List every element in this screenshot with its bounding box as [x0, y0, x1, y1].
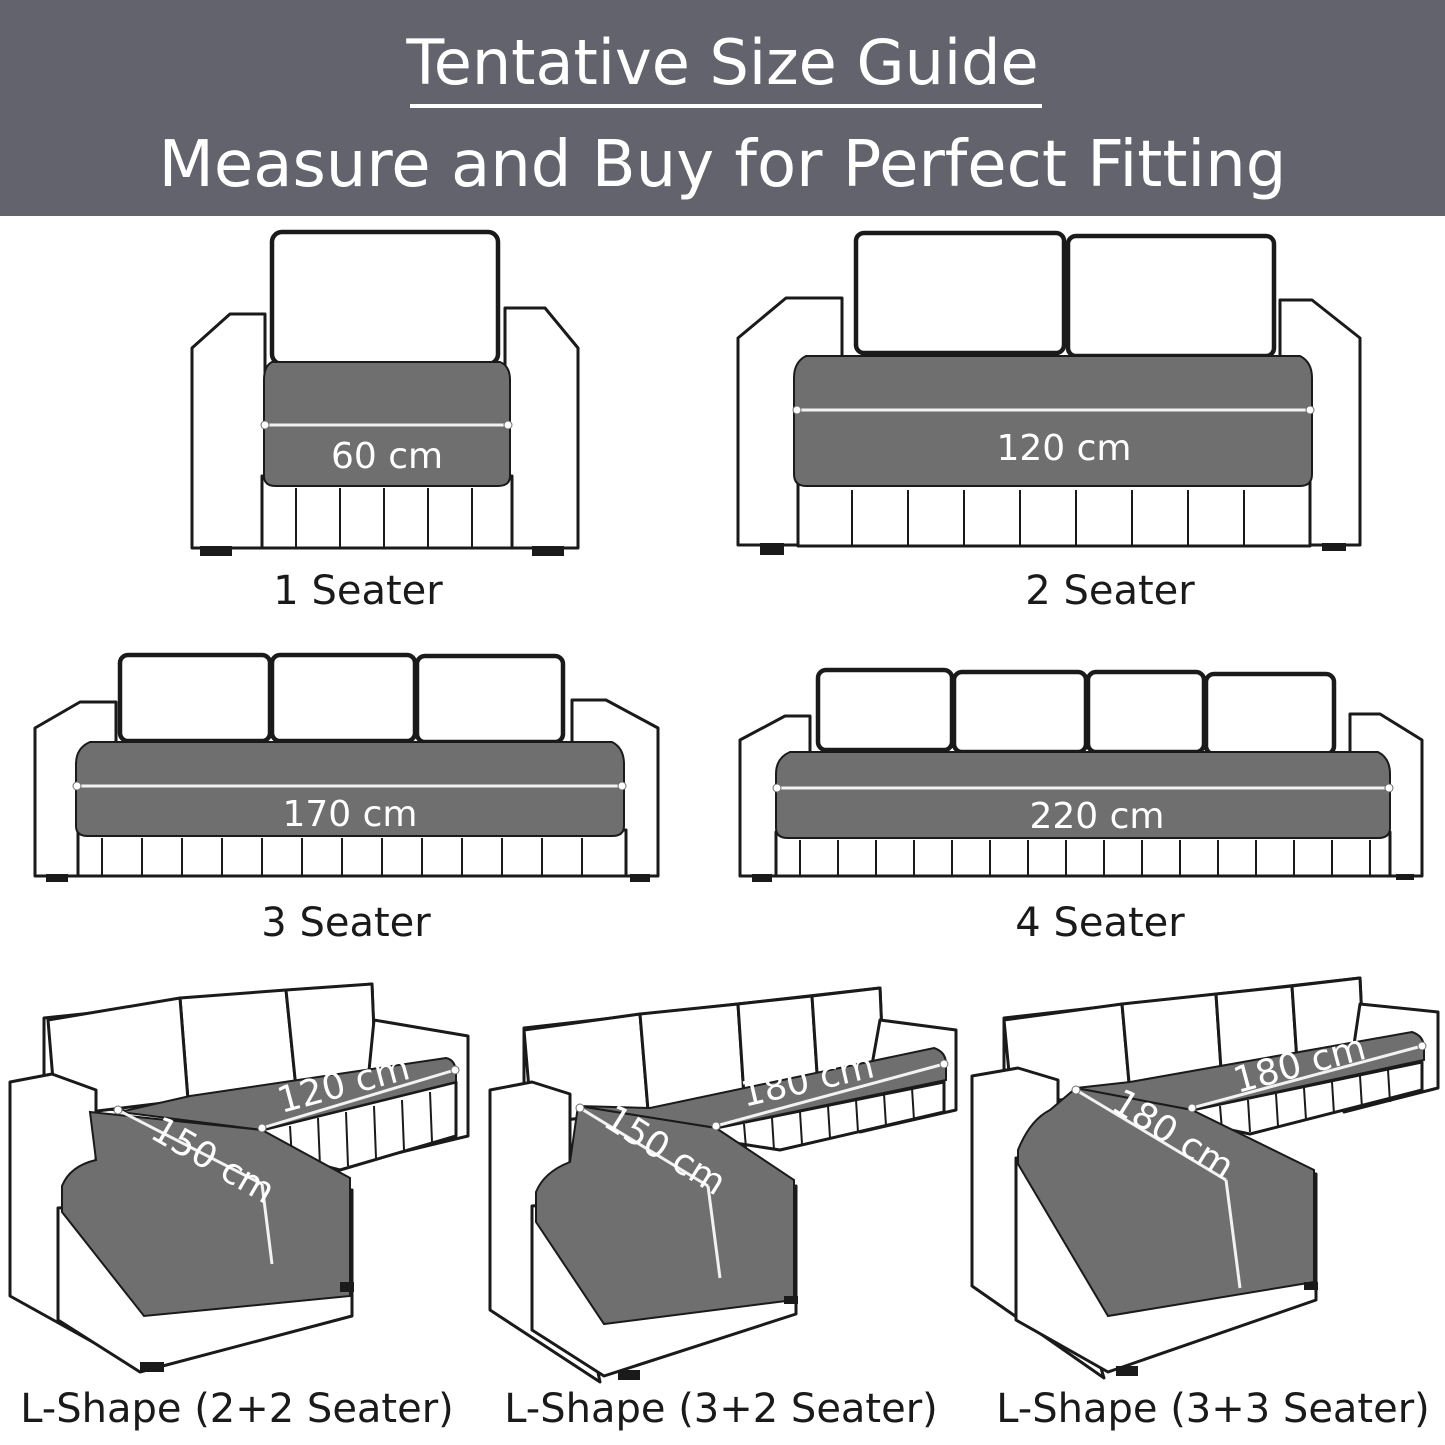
front-skirt	[260, 474, 514, 550]
seat-cushion	[75, 741, 625, 837]
back-cushion-3	[414, 653, 566, 745]
sofa-l-shape-3-2: 150 cm 180 cm	[488, 986, 958, 1384]
measure-line-main	[261, 1068, 456, 1130]
sofa-l-shape-2-2: 150 cm 120 cm	[8, 982, 470, 1374]
caption-4-seater: 4 Seater	[1015, 900, 1185, 946]
caption-l-shape-3-3: L-Shape (3+3 Seater)	[996, 1386, 1430, 1432]
caption-l-shape-2-2: L-Shape (2+2 Seater)	[20, 1386, 454, 1432]
sofa-3-seater: 170 cm	[33, 652, 660, 882]
main-seat	[577, 1046, 947, 1130]
measure-label: 60 cm	[331, 436, 443, 477]
sofa-4-seater: 220 cm	[738, 667, 1424, 882]
front-skirt	[796, 476, 1312, 548]
caption-l-shape-3-2: L-Shape (3+2 Seater)	[504, 1386, 938, 1432]
back-cushion-2	[951, 669, 1089, 755]
measure-label: 170 cm	[282, 794, 417, 835]
back-cushion-2	[269, 652, 418, 744]
back-cushion-1	[117, 652, 273, 744]
page-subtitle: Measure and Buy for Perfect Fitting	[158, 128, 1287, 202]
header-banner	[0, 0, 1445, 216]
back-cushion-1	[815, 667, 955, 753]
title-underline	[410, 104, 1042, 108]
measure-line-chaise	[1075, 1088, 1227, 1182]
sofa-1-seater: 60 cm	[190, 229, 580, 556]
chaise-seat	[1017, 1086, 1315, 1318]
caption-1-seater: 1 Seater	[273, 568, 443, 614]
sofa-l-shape-3-3: 180 cm 180 cm	[970, 976, 1440, 1380]
measure-line-main	[1191, 1044, 1423, 1110]
measure-line-main	[715, 1062, 945, 1128]
left-arm	[190, 312, 267, 550]
seat-cushion	[775, 751, 1391, 839]
caption-2-seater: 2 Seater	[1025, 568, 1195, 614]
chaise-seat	[61, 1110, 351, 1318]
back-cushion-3	[1085, 669, 1207, 755]
front-skirt	[76, 828, 628, 878]
back-cushion-4	[1203, 671, 1337, 757]
back-cushion	[269, 229, 501, 367]
seat-cushion	[793, 355, 1313, 487]
front-skirt	[774, 830, 1392, 878]
measure-line-chaise	[579, 1106, 709, 1188]
chaise-seat	[535, 1104, 795, 1326]
measure-label: 220 cm	[1029, 796, 1164, 837]
main-seat	[1075, 1030, 1425, 1112]
back-cushion-2	[1065, 233, 1277, 359]
sofa-2-seater: 120 cm	[736, 230, 1362, 555]
page-title: Tentative Size Guide	[406, 26, 1039, 99]
back-cushion-1	[853, 230, 1067, 356]
measure-label: 120 cm	[996, 428, 1131, 469]
caption-3-seater: 3 Seater	[261, 900, 431, 946]
measure-line-chaise	[117, 1108, 263, 1186]
right-arm	[503, 306, 580, 550]
